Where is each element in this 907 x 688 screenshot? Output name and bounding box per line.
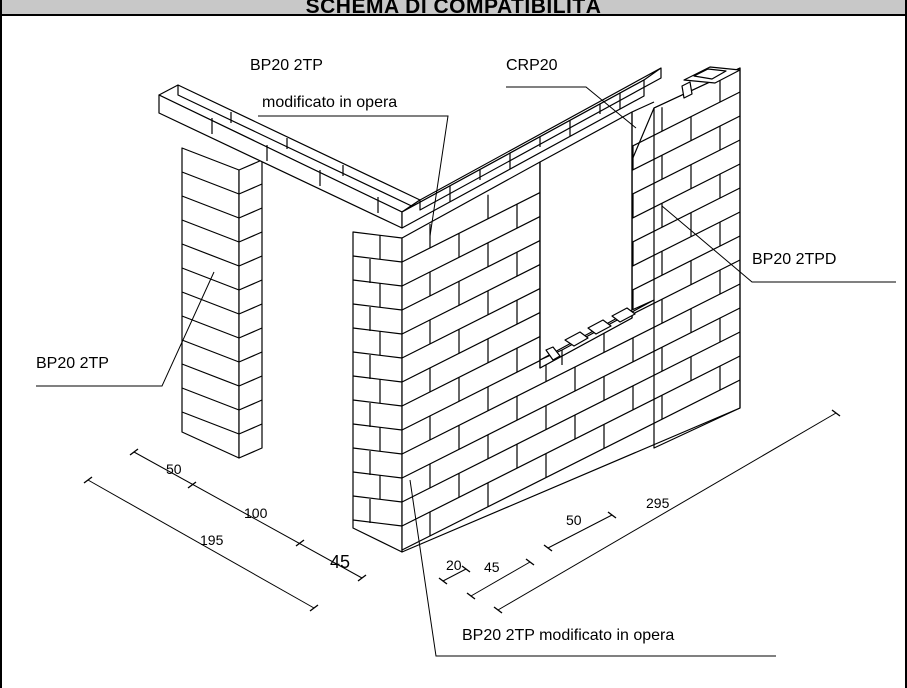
leader-top-left — [258, 115, 449, 237]
dim-100: 100 — [244, 505, 268, 521]
dim-195: 195 — [200, 532, 224, 548]
header-bar: SCHEMA DI COMPATIBILITÀ — [0, 0, 907, 16]
page-title: SCHEMA DI COMPATIBILITÀ — [305, 0, 602, 16]
beam-right — [401, 67, 662, 229]
dim-50-right: 50 — [566, 512, 582, 528]
leader-right — [661, 205, 896, 283]
left-border — [0, 0, 2, 688]
label-right: BP20 2TPD — [752, 251, 836, 268]
leader-bottom — [409, 479, 776, 657]
label-crp: CRP20 — [506, 57, 558, 74]
leader-left — [36, 271, 215, 387]
dim-50-left: 50 — [166, 461, 182, 477]
right-wall — [401, 67, 741, 553]
label-top-left-2: modificato in opera — [262, 94, 397, 111]
dimension-lines — [83, 409, 841, 614]
leader-crp — [506, 86, 637, 129]
corner-wall-front — [352, 231, 403, 553]
dim-295: 295 — [646, 495, 670, 511]
label-left: BP20 2TP — [36, 355, 109, 372]
end-column — [653, 66, 741, 449]
dim-20: 20 — [446, 557, 462, 573]
label-bottom: BP20 2TP modificato in opera — [462, 627, 674, 644]
label-top-left-1: BP20 2TP — [250, 57, 323, 74]
dim-45-right: 45 — [484, 559, 500, 575]
right-border — [905, 0, 907, 688]
sill-blocks — [545, 307, 636, 361]
left-pillar — [181, 147, 263, 459]
dim-45-left: 45 — [330, 552, 350, 572]
